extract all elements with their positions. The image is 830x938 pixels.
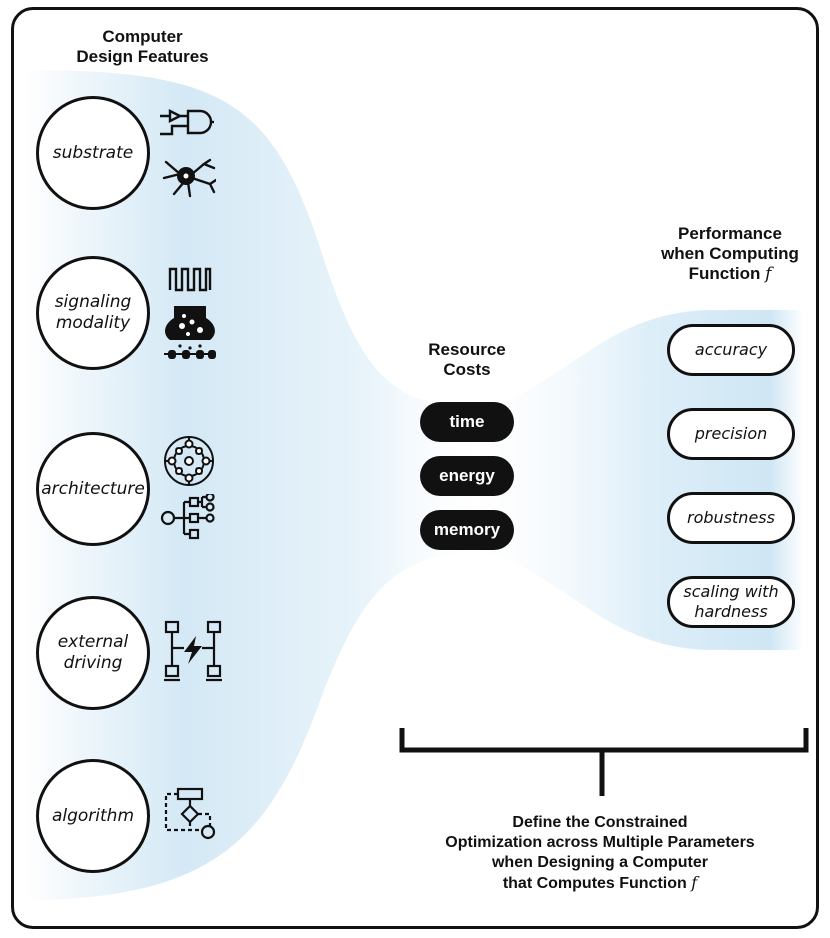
flowchart-icon xyxy=(164,787,216,840)
right-funnel xyxy=(464,310,804,650)
resource-time: time xyxy=(420,402,514,442)
performance-heading-text: Performance when Computing Function xyxy=(661,224,799,283)
background-gradient xyxy=(24,70,804,900)
circular-network-icon xyxy=(164,436,214,486)
feature-label: algorithm xyxy=(51,805,135,826)
resource-memory: memory xyxy=(420,510,514,550)
and-gate-icon xyxy=(160,109,214,136)
grouping-bracket xyxy=(399,728,809,796)
feature-label: signaling modality xyxy=(54,292,132,333)
performance-heading: Performance when Computing Function f xyxy=(640,224,820,284)
function-f-symbol: f xyxy=(765,264,772,284)
synapse-icon xyxy=(164,306,216,359)
conclusion-text: Define the Constrained Optimization acro… xyxy=(400,813,800,894)
performance-precision: precision xyxy=(667,408,795,460)
left-funnel xyxy=(24,70,484,900)
performance-robustness: robustness xyxy=(667,492,795,544)
performance-label: robustness xyxy=(687,508,775,527)
conclusion-body: Define the Constrained Optimization acro… xyxy=(445,814,755,892)
performance-label: accuracy xyxy=(694,340,768,359)
feature-architecture: architecture xyxy=(36,432,150,546)
feature-label: external driving xyxy=(57,632,129,673)
performance-label: scaling with hardness xyxy=(683,582,779,621)
feature-external-driving: external driving xyxy=(36,596,150,710)
performance-accuracy: accuracy xyxy=(667,324,795,376)
feature-signaling-modality: signaling modality xyxy=(36,256,150,370)
feature-label: architecture xyxy=(41,478,145,499)
function-f-symbol: f xyxy=(691,873,698,892)
resource-energy: energy xyxy=(420,456,514,496)
square-wave-icon xyxy=(168,267,212,292)
design-features-heading: Computer Design Features xyxy=(76,27,209,66)
tree-network-icon xyxy=(160,494,215,540)
performance-scaling-with-hardness: scaling with hardness xyxy=(667,576,795,628)
performance-label: precision xyxy=(694,424,768,443)
feature-substrate: substrate xyxy=(36,96,150,210)
power-driving-icon xyxy=(164,620,222,682)
neuron-icon xyxy=(162,158,216,198)
resource-costs-heading: Resource Costs xyxy=(428,340,506,379)
feature-algorithm: algorithm xyxy=(36,759,150,873)
feature-label: substrate xyxy=(52,142,134,163)
